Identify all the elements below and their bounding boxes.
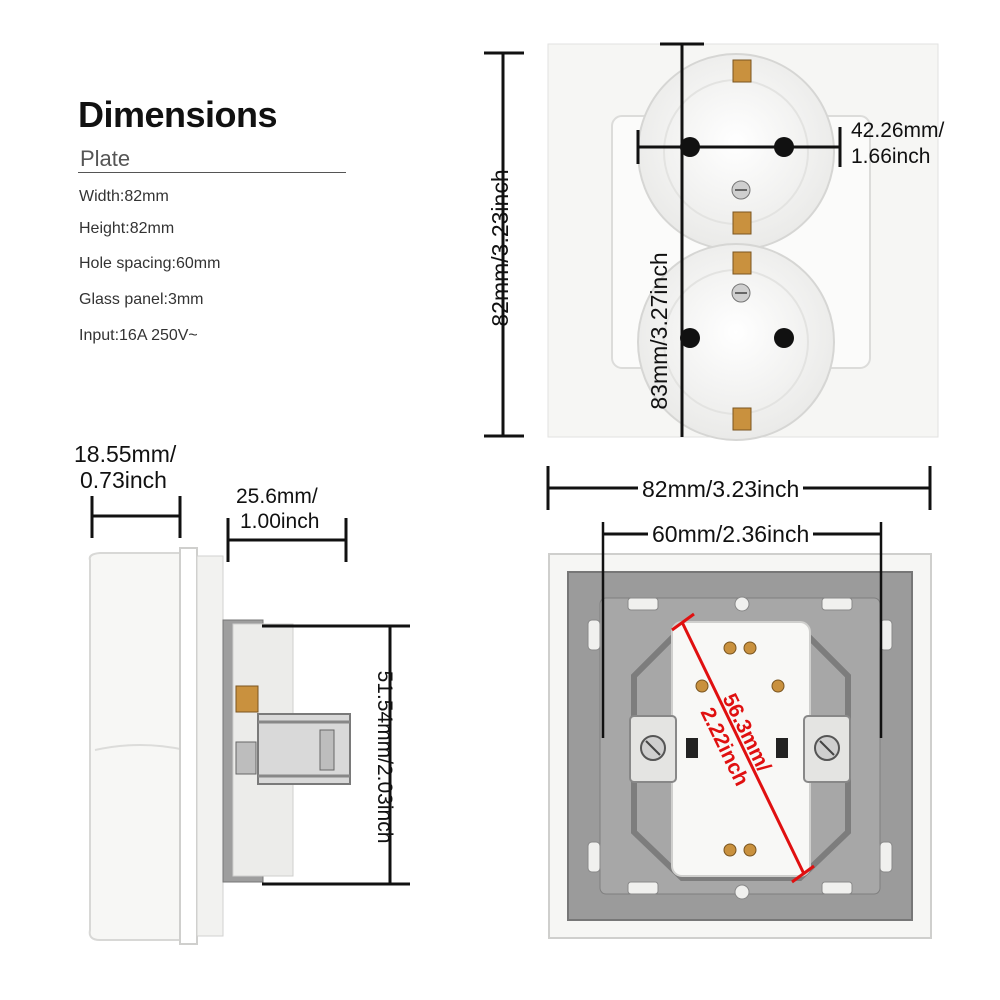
back-view (548, 522, 932, 939)
body-height-label: 51.54mm/2.03inch (373, 670, 396, 844)
plate-depth-label-line2: 0.73inch (80, 467, 167, 493)
spec-width: Width:82mm (79, 188, 169, 205)
plate-depth-label-line1: 18.55mm/ (74, 441, 177, 467)
front-width-label: 82mm/3.23inch (638, 477, 804, 501)
subtitle-divider (78, 172, 346, 173)
side-glass-panel (179, 547, 198, 945)
diagonal-dimension-line (680, 621, 806, 875)
lower-socket (637, 243, 835, 441)
hole-spacing-label: 60mm/2.36inch (648, 522, 814, 546)
pin-spacing-label-line1: 42.26mm/ (851, 119, 945, 142)
side-view (88, 496, 410, 945)
page-title: Dimensions (78, 94, 278, 135)
front-height-label: 82mm/3.23inch (487, 169, 513, 327)
pin-spacing-label-line2: 1.66inch (851, 145, 931, 168)
spec-hole-spacing: Hole spacing:60mm (79, 255, 221, 272)
spec-input: Input:16A 250V~ (79, 327, 198, 344)
spec-glass-panel: Glass panel:3mm (79, 291, 204, 308)
front-inner-height-label: 83mm/3.27inch (646, 252, 672, 410)
section-subtitle: Plate (80, 146, 131, 171)
body-depth-label-line1: 25.6mm/ (236, 485, 318, 508)
terminal-clamp (257, 713, 351, 785)
spec-height: Height:82mm (79, 220, 175, 237)
side-socket-front (88, 552, 191, 941)
earth-contact-icon (732, 59, 752, 83)
body-depth-label-line2: 1.00inch (240, 510, 320, 533)
front-view (484, 42, 939, 510)
